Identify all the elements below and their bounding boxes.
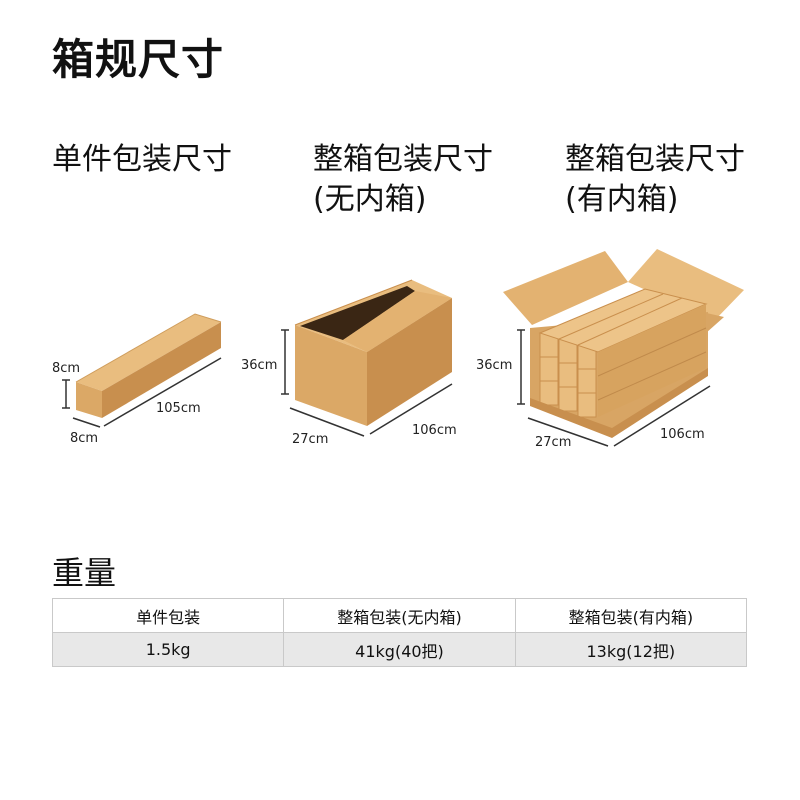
single-package-title: 单件包装尺寸 bbox=[52, 140, 232, 180]
box-no-inner-title-line2: (无内箱) bbox=[313, 182, 427, 217]
weight-table-value-row: 1.5kg 41kg(40把) 13kg(12把) bbox=[51, 632, 748, 667]
weight-header-no-inner: 整箱包装(无内箱) bbox=[283, 598, 516, 633]
single-length-label: 105cm bbox=[156, 401, 201, 416]
box-with-inner-illustration bbox=[503, 249, 744, 447]
weight-table-header-row: 单件包装 整箱包装(无内箱) 整箱包装(有内箱) bbox=[51, 598, 748, 633]
weight-header-single: 单件包装 bbox=[51, 598, 285, 633]
box-no-inner-title-line1: 整箱包装尺寸 bbox=[313, 142, 493, 177]
box-with-inner-height-label: 36cm bbox=[476, 358, 512, 373]
package-illustrations: 8cm 8cm 105cm 36cm 27cm 106cm bbox=[52, 249, 744, 450]
box-with-inner-title: 整箱包装尺寸 (有内箱) bbox=[565, 140, 745, 220]
weight-section-title: 重量 bbox=[52, 554, 117, 592]
single-width-label: 8cm bbox=[70, 431, 98, 446]
box-no-inner-width-label: 27cm bbox=[292, 432, 328, 447]
box-with-inner-title-line2: (有内箱) bbox=[565, 182, 679, 217]
box-with-inner-length-label: 106cm bbox=[660, 427, 705, 442]
page-title: 箱规尺寸 bbox=[52, 35, 225, 84]
single-package-title-line1: 单件包装尺寸 bbox=[52, 142, 232, 177]
box-no-inner-length-label: 106cm bbox=[412, 423, 457, 438]
weight-value-no-inner: 41kg(40把) bbox=[283, 632, 516, 667]
single-height-label: 8cm bbox=[52, 361, 80, 376]
weight-header-with-inner: 整箱包装(有内箱) bbox=[514, 598, 748, 633]
single-package-box-illustration bbox=[62, 313, 222, 428]
box-no-inner-illustration bbox=[281, 279, 453, 437]
box-with-inner-title-line1: 整箱包装尺寸 bbox=[565, 142, 745, 177]
box-no-inner-height-label: 36cm bbox=[241, 358, 277, 373]
weight-value-with-inner: 13kg(12把) bbox=[514, 632, 748, 667]
weight-table: 单件包装 整箱包装(无内箱) 整箱包装(有内箱) 1.5kg 41kg(40把)… bbox=[51, 598, 748, 667]
box-with-inner-width-label: 27cm bbox=[535, 435, 571, 450]
weight-value-single: 1.5kg bbox=[51, 632, 285, 667]
box-no-inner-title: 整箱包装尺寸 (无内箱) bbox=[313, 140, 493, 220]
